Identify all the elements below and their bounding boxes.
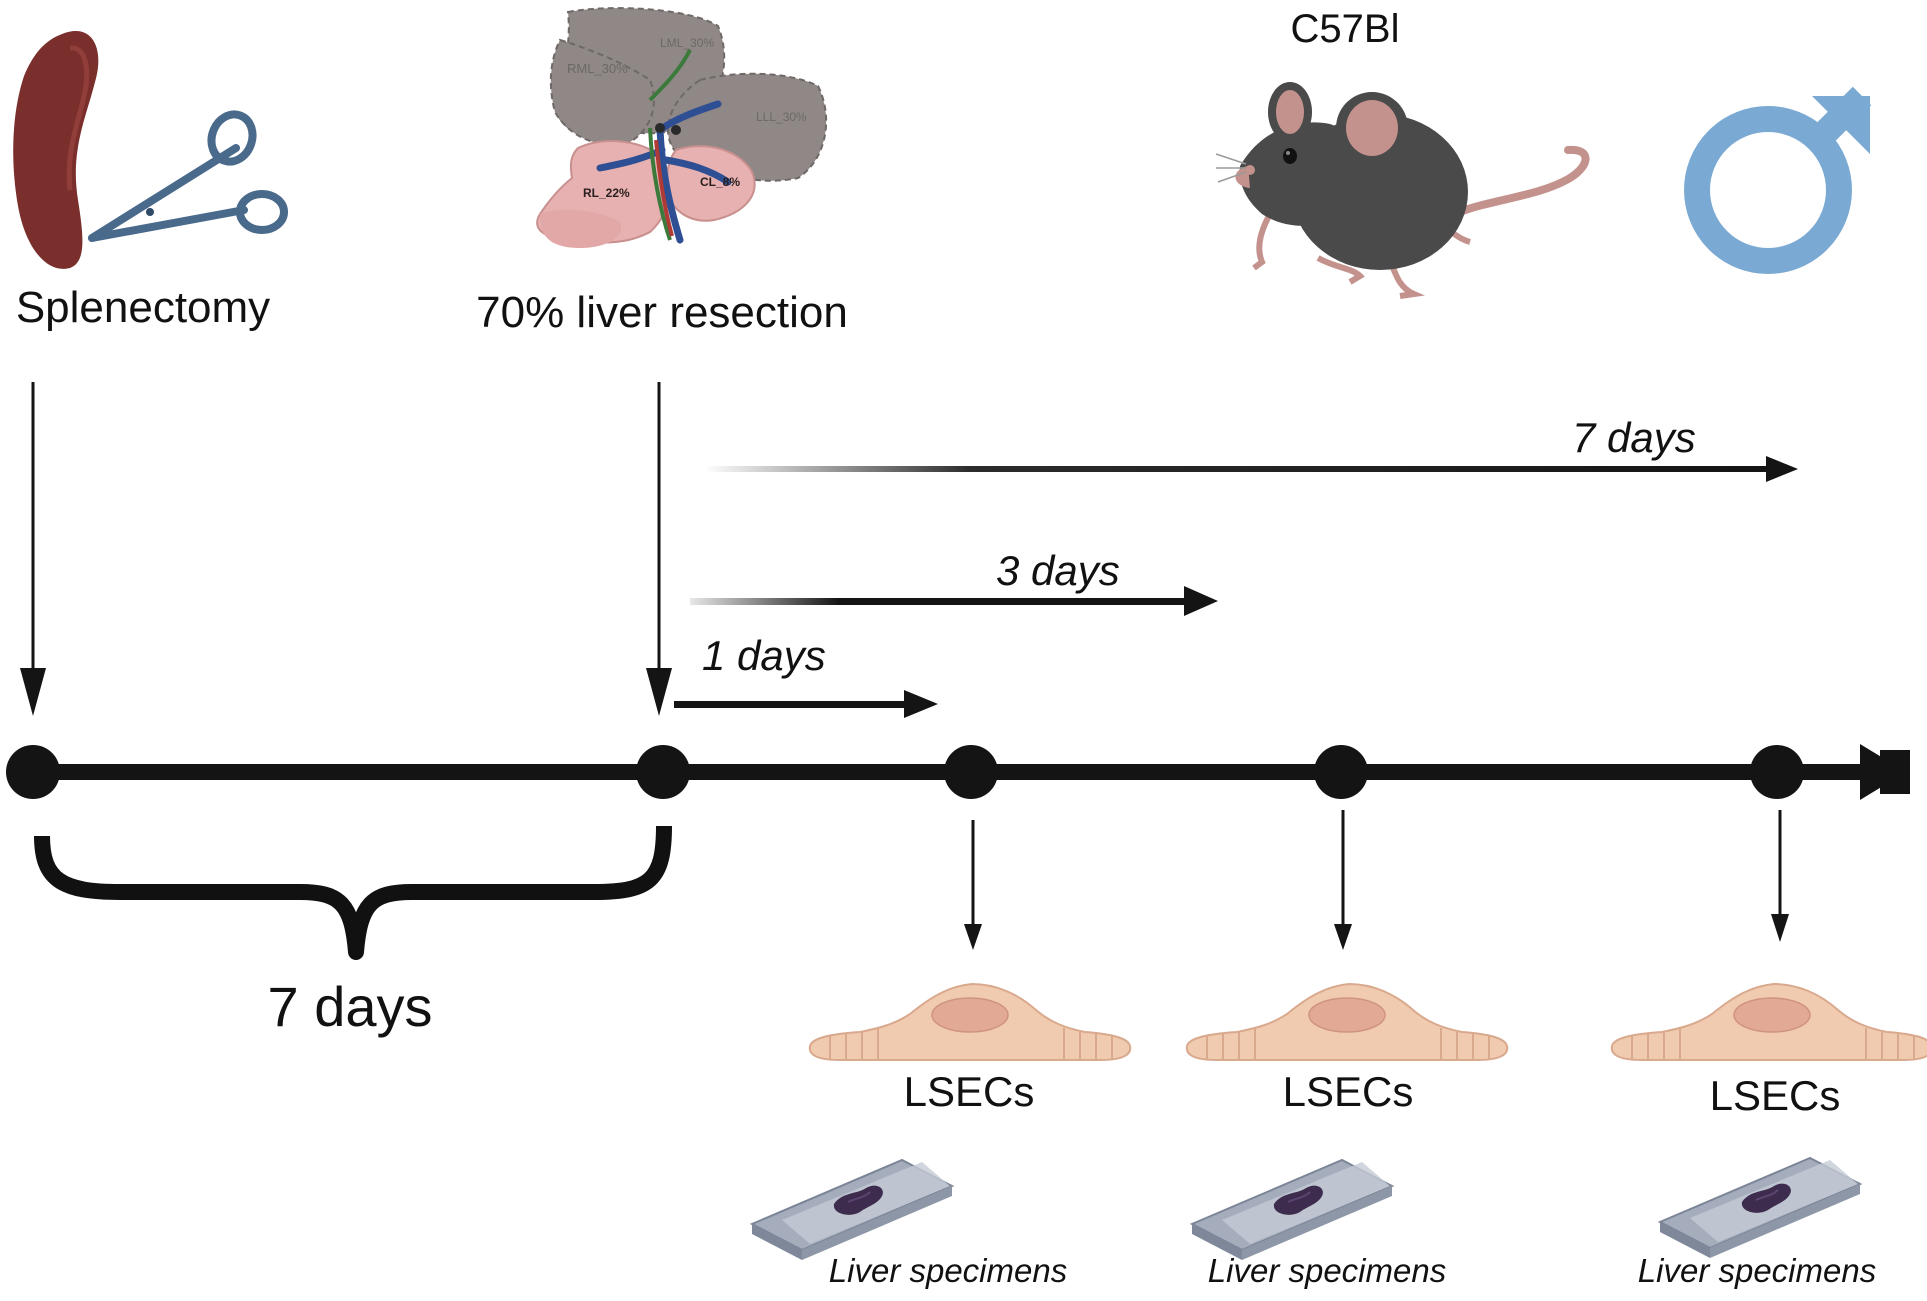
main-timeline bbox=[6, 744, 1910, 800]
male-symbol-icon bbox=[1684, 86, 1872, 274]
lobe-label-cl: CL_8% bbox=[700, 175, 740, 189]
resection-label: 70% liver resection bbox=[476, 288, 848, 337]
lobe-label-rl: RL_22% bbox=[583, 186, 630, 200]
cell-icon bbox=[808, 983, 1132, 1061]
cell-label: LSECs bbox=[1710, 1072, 1841, 1119]
liver-icon: RML_30% LML_30% LLL_30% RL_22% CL_8% bbox=[536, 7, 828, 248]
slide-icon bbox=[1191, 1159, 1393, 1261]
lobe-label-lml: LML_30% bbox=[660, 36, 714, 50]
spleen-icon bbox=[13, 31, 99, 269]
interval-label-day7: 7 days bbox=[1572, 414, 1696, 461]
interval-arrow-day1 bbox=[674, 690, 938, 718]
lobe-label-lll: LLL_30% bbox=[756, 110, 807, 124]
lobe-label-rml: RML_30% bbox=[567, 61, 628, 76]
mouse-strain-label: C57Bl bbox=[1291, 7, 1400, 51]
cell-icon bbox=[1185, 983, 1509, 1061]
timepoint-day1 bbox=[944, 745, 998, 799]
interval-label-day3: 3 days bbox=[996, 547, 1120, 594]
sample-arrow-day1 bbox=[964, 820, 982, 950]
specimen-label: Liver specimens bbox=[829, 1252, 1067, 1289]
pre-resection-brace bbox=[34, 825, 672, 960]
specimen-label: Liver specimens bbox=[1208, 1252, 1446, 1289]
mouse-icon bbox=[1215, 82, 1590, 299]
resection-arrow bbox=[646, 382, 672, 716]
timepoint-day3 bbox=[1314, 745, 1368, 799]
cell-icon bbox=[1610, 983, 1927, 1061]
sample-arrow-day3 bbox=[1334, 810, 1352, 950]
interval-label-day1: 1 days bbox=[702, 632, 826, 679]
timepoint-resection bbox=[636, 745, 690, 799]
cell-label: LSECs bbox=[1283, 1068, 1414, 1115]
timepoint-splenectomy bbox=[6, 745, 60, 799]
timepoint-day7 bbox=[1750, 745, 1804, 799]
sample-arrow-day7 bbox=[1771, 810, 1789, 942]
splenectomy-label: Splenectomy bbox=[16, 283, 270, 332]
interval-arrow-day7 bbox=[704, 456, 1798, 482]
pre-resection-interval-label: 7 days bbox=[268, 975, 433, 1038]
slide-icon bbox=[1659, 1157, 1861, 1259]
splenectomy-arrow bbox=[20, 382, 46, 716]
scissors-icon bbox=[88, 110, 288, 242]
slide-icon bbox=[751, 1159, 953, 1261]
specimen-label: Liver specimens bbox=[1638, 1252, 1876, 1289]
interval-arrow-day3 bbox=[690, 586, 1218, 616]
cell-label: LSECs bbox=[904, 1068, 1035, 1115]
